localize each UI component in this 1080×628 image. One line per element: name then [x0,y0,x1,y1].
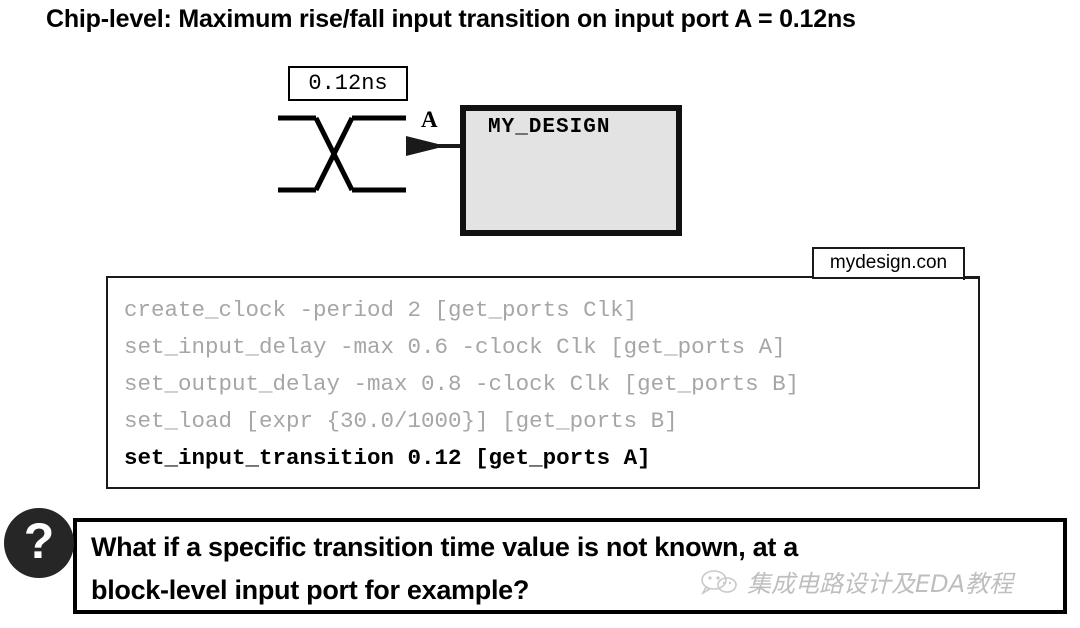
constraints-file-name: mydesign.con [829,252,948,273]
tab-connector-line-horizontal [963,277,980,279]
design-block: MY_DESIGN [460,105,682,236]
eye-crossing-waveform-icon [278,115,406,193]
watermark: 集成电路设计及EDA教程 [700,564,1013,599]
design-block-label: MY_DESIGN [488,116,611,139]
code-line: set_output_delay -max 0.8 -clock Clk [ge… [124,371,800,397]
question-mark-icon: ? [4,508,74,578]
input-port-arrow-icon [406,136,465,156]
transition-value-text: 0.12ns [308,71,388,96]
wechat-icon [701,569,737,595]
code-line: create_clock -period 2 [get_ports Clk] [124,297,638,323]
constraints-file-tab: mydesign.con [812,247,965,279]
constraints-code-panel: create_clock -period 2 [get_ports Clk] s… [106,276,980,489]
page-title: Chip-level: Maximum rise/fall input tran… [46,5,856,33]
code-line: set_input_delay -max 0.6 -clock Clk [get… [124,334,786,360]
code-line-highlighted: set_input_transition 0.12 [get_ports A] [124,445,651,471]
code-line: set_load [expr {30.0/1000}] [get_ports B… [124,408,678,434]
question-mark-glyph: ? [23,513,55,569]
port-a-label: A [421,107,438,132]
transition-value-callout: 0.12ns [288,66,408,101]
watermark-text: 集成电路设计及EDA教程 [747,570,1014,598]
question-line-2: block-level input port for example? [91,575,530,605]
question-line-1: What if a specific transition time value… [91,532,798,562]
question-callout-box: What if a specific transition time value… [73,518,1067,614]
